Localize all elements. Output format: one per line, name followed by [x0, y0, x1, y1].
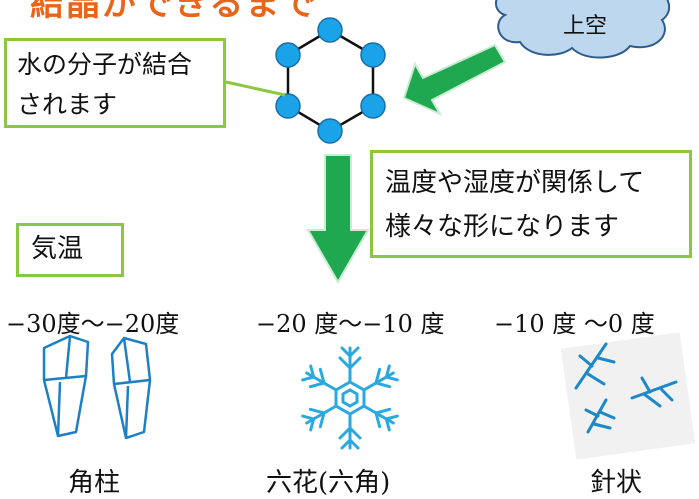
- arrow-from-cloud: [402, 43, 507, 117]
- conditions-line2: 様々な形になります: [385, 212, 620, 242]
- molecule-callout-line1: 水の分子が結合: [17, 50, 193, 79]
- atom-circle: [317, 118, 343, 144]
- temperature-label-box: 気温: [16, 223, 124, 277]
- callout-pointer: [225, 80, 286, 97]
- molecule-callout-line2: されます: [17, 90, 118, 119]
- temp-range-label: −30度〜−20度: [6, 310, 180, 338]
- snowflake-icon: [300, 346, 400, 450]
- cloud-shape: [495, 0, 671, 59]
- crystal-shape-label: 針状: [590, 468, 643, 498]
- arrow-down: [306, 154, 370, 285]
- atom-circle: [317, 17, 343, 43]
- page-title: 結晶ができるまで: [30, 0, 318, 24]
- atom-circle: [360, 93, 386, 119]
- atom-circle: [275, 42, 301, 68]
- temp-range-label: −10 度 〜0 度: [494, 310, 655, 338]
- conditions-line1: 温度や湿度が関係して: [385, 168, 645, 198]
- crystal-shape-label: 六花(六角): [266, 468, 391, 498]
- atom-circle: [360, 42, 386, 68]
- atom-circle: [275, 93, 301, 119]
- crystal-shape-label: 角柱: [68, 468, 121, 498]
- needle-crystal-icon: [560, 332, 696, 460]
- temperature-label: 気温: [31, 234, 84, 264]
- cloud-label: 上空: [563, 14, 608, 39]
- molecule-callout-box: 水の分子が結合 されます: [4, 38, 226, 128]
- columnar-crystal-icon: [42, 334, 152, 440]
- temp-range-label: −20 度〜−10 度: [256, 310, 445, 338]
- conditions-callout-box: 温度や湿度が関係して 様々な形になります: [370, 150, 692, 258]
- water-molecule-hexagon: [275, 17, 386, 144]
